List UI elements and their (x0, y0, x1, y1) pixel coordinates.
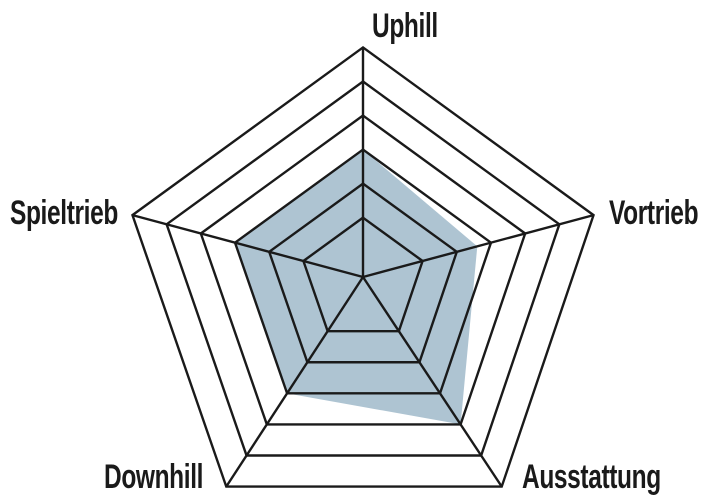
axis-spoke (224, 276, 365, 488)
axis-label-spieltrieb: Spieltrieb (10, 194, 118, 232)
radar-grid (131, 45, 595, 488)
axis-spoke (131, 213, 364, 279)
axis-label-uphill: Uphill (372, 7, 438, 45)
grid-ring (267, 182, 459, 364)
grid-ring (301, 216, 425, 333)
grid-ring (165, 80, 561, 457)
grid-ring (233, 148, 493, 395)
axis-label-vortrieb: Vortrieb (609, 194, 699, 232)
axis-label-downhill: Downhill (104, 458, 204, 496)
axis-label-ausstattung: Ausstattung (522, 458, 661, 496)
grid-ring (131, 45, 595, 488)
axis-spoke (361, 276, 504, 488)
axis-spoke (362, 213, 595, 279)
grid-ring (199, 114, 527, 426)
